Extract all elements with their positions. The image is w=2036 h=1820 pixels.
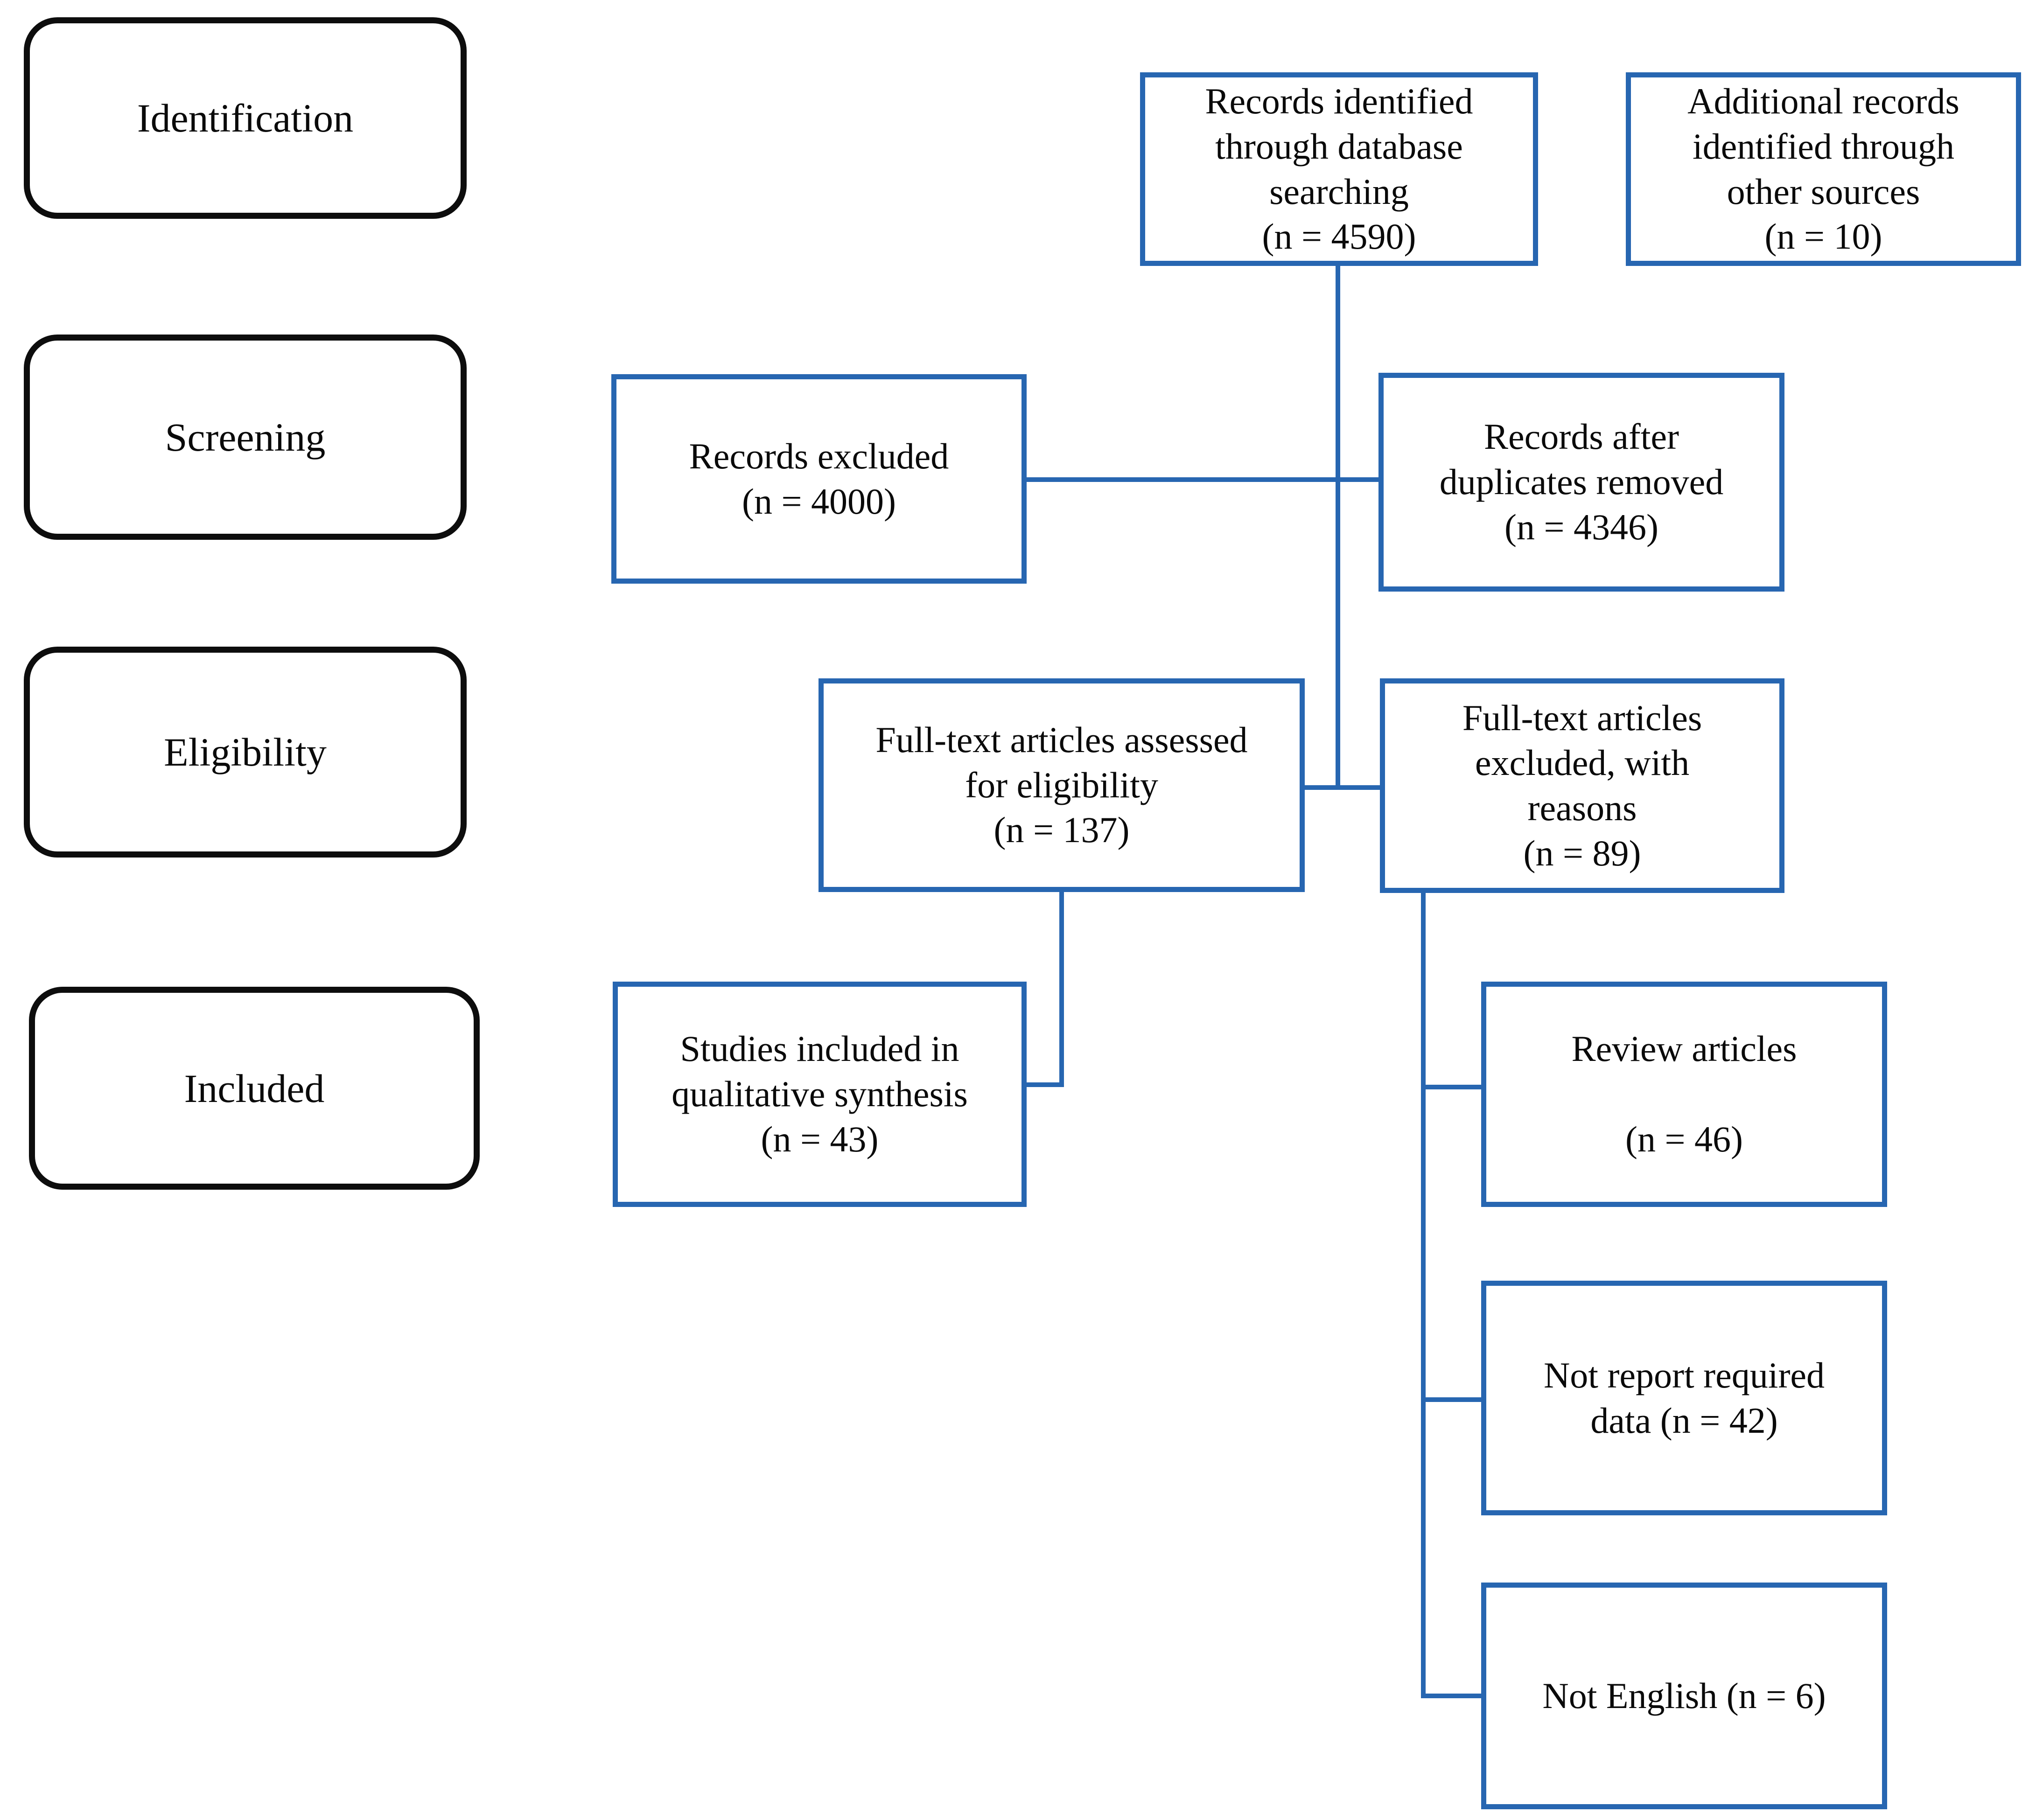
connector-excluded-to-duplicates-line (1027, 477, 1378, 482)
box-fulltext-excluded: Full-text articles excluded, with reason… (1380, 678, 1784, 893)
connector-assessed-to-included-line (1027, 1082, 1064, 1087)
box-not-english: Not English (n = 6) (1481, 1583, 1887, 1809)
connector-branch-notenglish-line (1421, 1694, 1481, 1698)
stage-box-eligibility: Eligibility (24, 647, 467, 858)
box-fulltext-assessed: Full-text articles assessed for eligibil… (819, 678, 1305, 892)
box-records-identified: Records identified through database sear… (1140, 72, 1538, 266)
connector-assessed-to-excluded-line (1305, 785, 1380, 790)
connector-assessed-down-line (1059, 892, 1064, 1087)
box-records-after-duplicates: Records after duplicates removed (n = 43… (1378, 373, 1784, 592)
connector-branch-review-line (1421, 1085, 1481, 1089)
stage-box-included: Included (29, 987, 480, 1190)
connector-identified-down-line (1336, 266, 1340, 790)
box-studies-included: Studies included in qualitative synthesi… (613, 982, 1027, 1207)
connector-excluded-branch-line (1421, 893, 1426, 1698)
connector-branch-notreport-line (1421, 1397, 1481, 1402)
box-additional-records: Additional records identified through ot… (1626, 72, 2021, 266)
box-review-articles: Review articles (n = 46) (1481, 982, 1887, 1207)
box-not-report-required-data: Not report required data (n = 42) (1481, 1281, 1887, 1515)
stage-box-identification: Identification (24, 17, 467, 219)
box-records-excluded: Records excluded (n = 4000) (611, 374, 1027, 584)
stage-box-screening: Screening (24, 335, 467, 540)
